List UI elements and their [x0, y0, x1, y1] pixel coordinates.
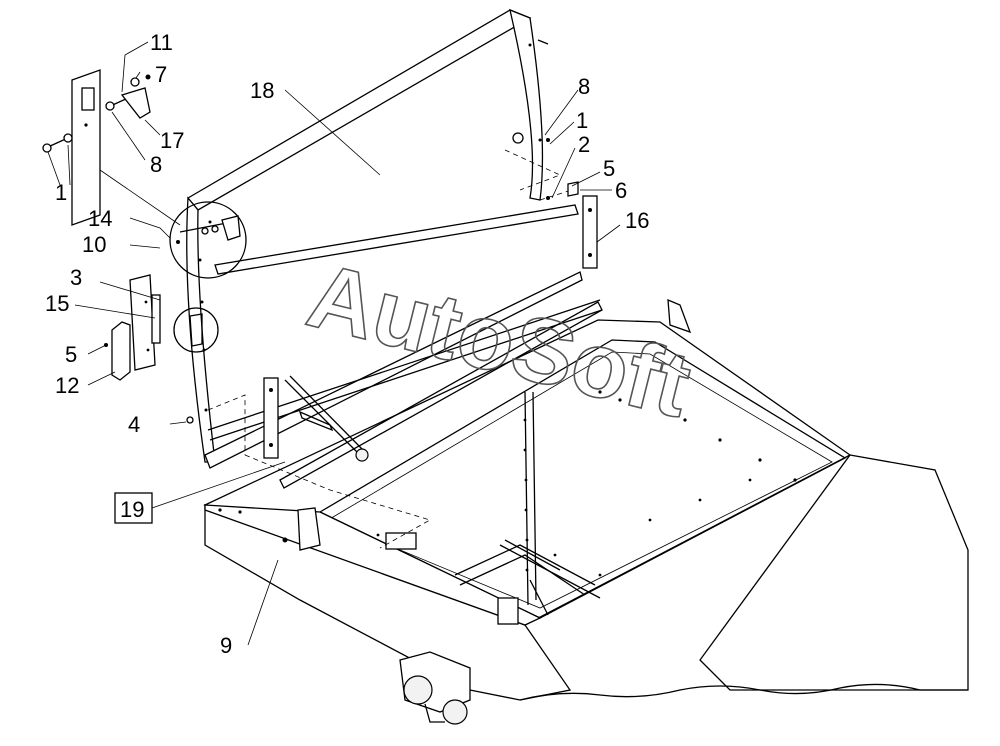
leader-lines: [47, 41, 621, 646]
callout-17: 17: [160, 128, 184, 153]
callout-5-right: 5: [603, 156, 615, 181]
hinge-detail-circle: [169, 201, 247, 279]
callout-19-box: [114, 492, 153, 524]
callout-15: 15: [45, 291, 69, 316]
hopper-body: [203, 298, 969, 725]
callout-14: 14: [88, 206, 112, 231]
callout-8-right: 8: [578, 74, 590, 99]
callout-3: 3: [70, 265, 82, 290]
callouts: 11 7 17 8 1 14 10 3 15 5 12 4 19 9 18 8 …: [45, 30, 649, 658]
drive-motor: [399, 651, 471, 725]
callout-5: 5: [65, 342, 77, 367]
callout-11: 11: [150, 30, 173, 55]
callout-10: 10: [82, 232, 106, 257]
callout-12: 12: [55, 373, 79, 398]
callout-7: 7: [155, 62, 167, 87]
callout-9: 9: [220, 633, 232, 658]
callout-6: 6: [615, 178, 627, 203]
lid-frame: [186, 8, 603, 549]
callout-1: 1: [55, 180, 67, 205]
callout-18: 18: [250, 78, 274, 103]
callout-16: 16: [625, 208, 649, 233]
callout-4: 4: [128, 412, 140, 437]
hinge-detail: [42, 69, 181, 226]
watermark: AutoSoft: [298, 244, 699, 437]
right-fasteners: [537, 39, 579, 200]
callout-1-right: 1: [576, 108, 588, 133]
handle-detail: [104, 274, 219, 424]
callout-8: 8: [150, 152, 162, 177]
callout-2: 2: [578, 132, 590, 157]
callout-19: 19: [120, 497, 144, 522]
